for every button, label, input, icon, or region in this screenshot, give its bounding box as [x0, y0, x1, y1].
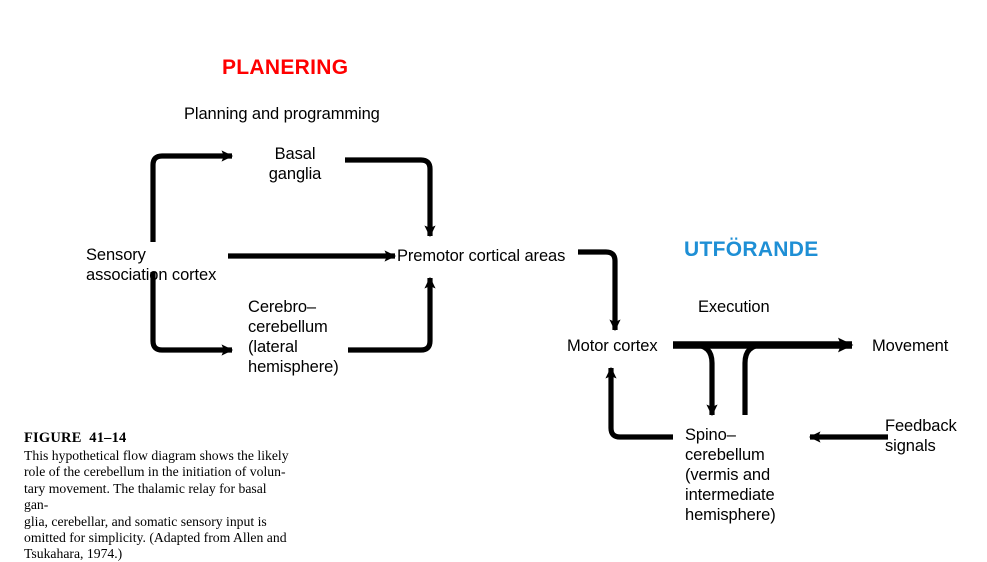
node-cerebrocerebellum: Cerebro– cerebellum (lateral hemisphere): [248, 298, 339, 376]
node-premotor-cortical-areas: Premotor cortical areas: [397, 247, 566, 265]
figure-caption: FIGURE 41–14 This hypothetical flow diag…: [24, 430, 294, 562]
subtitle-planning-and-programming: Planning and programming: [184, 105, 380, 123]
arrow-basal-ganglia-to-premotor: [345, 157, 436, 238]
arrow-sensory-to-basal-ganglia: [150, 150, 234, 242]
node-feedback-signals: Feedback signals: [885, 417, 957, 455]
heading-planering: PLANERING: [222, 56, 349, 79]
node-motor-cortex: Motor cortex: [567, 337, 658, 355]
arrow-spinocerebellum-to-motor-cortex: [605, 366, 673, 440]
arrow-sensory-to-cerebrocerebellum: [150, 272, 234, 356]
arrow-cerebrocerebellum-to-premotor: [348, 276, 436, 353]
arrow-premotor-to-motor-cortex: [578, 249, 621, 332]
heading-utforande: UTFÖRANDE: [684, 238, 819, 261]
arrow-motor-cortex-to-spinocerebellum: [693, 342, 718, 417]
node-movement: Movement: [872, 337, 949, 355]
subtitle-execution: Execution: [698, 298, 770, 316]
node-spinocerebellum: Spino– cerebellum (vermis and intermedia…: [685, 426, 776, 524]
figure-caption-title: FIGURE 41–14: [24, 430, 127, 446]
node-sensory-association-cortex: Sensory association cortex: [86, 246, 217, 284]
line-spinocerebellum-to-movement-bar: [742, 342, 764, 415]
figure-caption-body: This hypothetical flow diagram shows the…: [24, 448, 289, 562]
node-basal-ganglia: Basal ganglia: [268, 145, 322, 183]
